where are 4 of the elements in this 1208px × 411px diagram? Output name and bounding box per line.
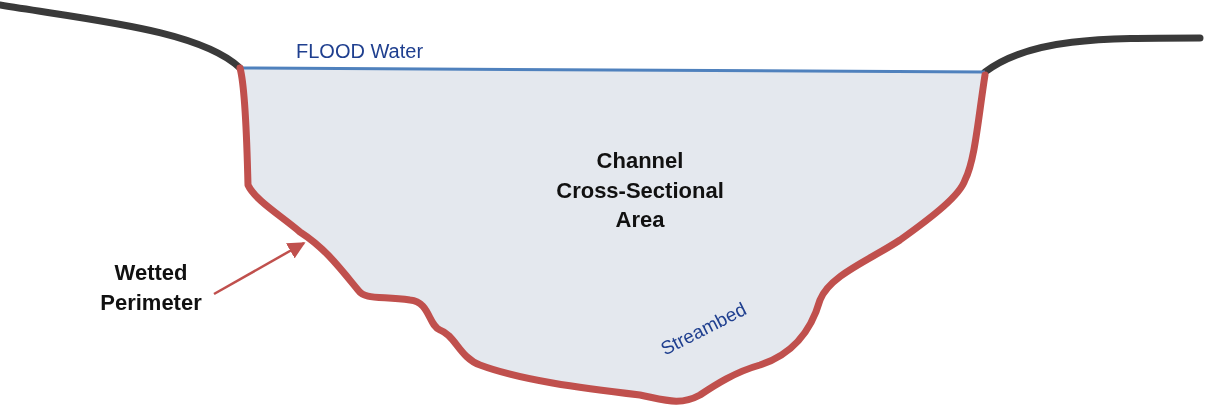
area-label: Channel Cross-Sectional Area xyxy=(555,147,725,235)
callout-text: Wetted Perimeter xyxy=(88,258,214,318)
leader-arrow xyxy=(213,241,306,296)
water-level-label: FLOOD Water xyxy=(296,39,424,64)
